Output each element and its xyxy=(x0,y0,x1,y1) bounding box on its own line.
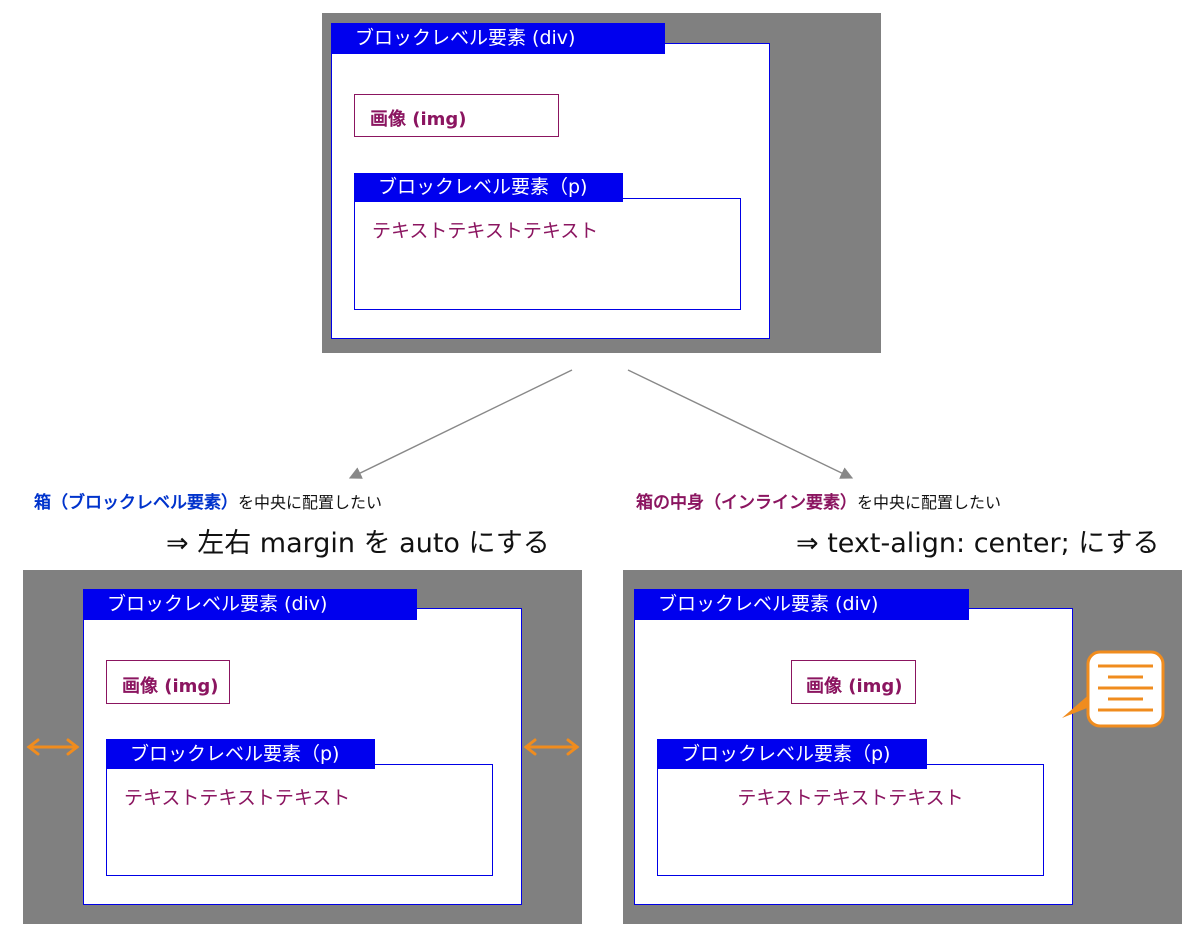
right-heading-highlight: 箱の中身（インライン要素） xyxy=(636,493,857,513)
left-p-box xyxy=(106,764,493,876)
left-result: ⇒ 左右 margin を auto にする xyxy=(166,528,550,559)
right-heading: 箱の中身（インライン要素）を中央に配置したい xyxy=(636,488,1001,513)
left-heading: 箱（ブロックレベル要素）を中央に配置したい xyxy=(34,488,382,513)
top-p-tag: ブロックレベル要素（p) xyxy=(354,173,623,202)
top-p-box xyxy=(354,198,741,310)
right-p-tag: ブロックレベル要素（p) xyxy=(657,739,927,769)
double-headed-arrow-icon xyxy=(523,738,580,756)
align-center-icon xyxy=(1062,650,1165,728)
left-heading-rest: を中央に配置したい xyxy=(238,493,383,512)
top-div-tag: ブロックレベル要素 (div) xyxy=(331,23,665,54)
left-heading-highlight: 箱（ブロックレベル要素） xyxy=(34,493,238,513)
top-img-label: 画像 (img) xyxy=(370,109,467,130)
right-img-label: 画像 (img) xyxy=(806,676,903,697)
left-p-text: テキストテキストテキスト xyxy=(124,787,351,809)
right-p-text: テキストテキストテキスト xyxy=(737,787,964,809)
right-p-box xyxy=(657,764,1044,876)
connector-left xyxy=(348,369,573,479)
top-p-text: テキストテキストテキスト xyxy=(372,220,599,242)
left-p-tag: ブロックレベル要素（p) xyxy=(106,739,375,769)
right-result: ⇒ text-align: center; にする xyxy=(796,528,1160,559)
connector-right xyxy=(627,369,854,479)
right-heading-rest: を中央に配置したい xyxy=(857,493,1002,512)
top-img-box: 画像 (img) xyxy=(354,94,559,137)
right-div-tag: ブロックレベル要素 (div) xyxy=(634,589,969,620)
left-img-label: 画像 (img) xyxy=(122,676,219,697)
left-img-box: 画像 (img) xyxy=(106,660,230,704)
right-img-box: 画像 (img) xyxy=(791,660,916,704)
left-div-tag: ブロックレベル要素 (div) xyxy=(83,589,417,620)
double-headed-arrow-icon xyxy=(26,738,80,756)
